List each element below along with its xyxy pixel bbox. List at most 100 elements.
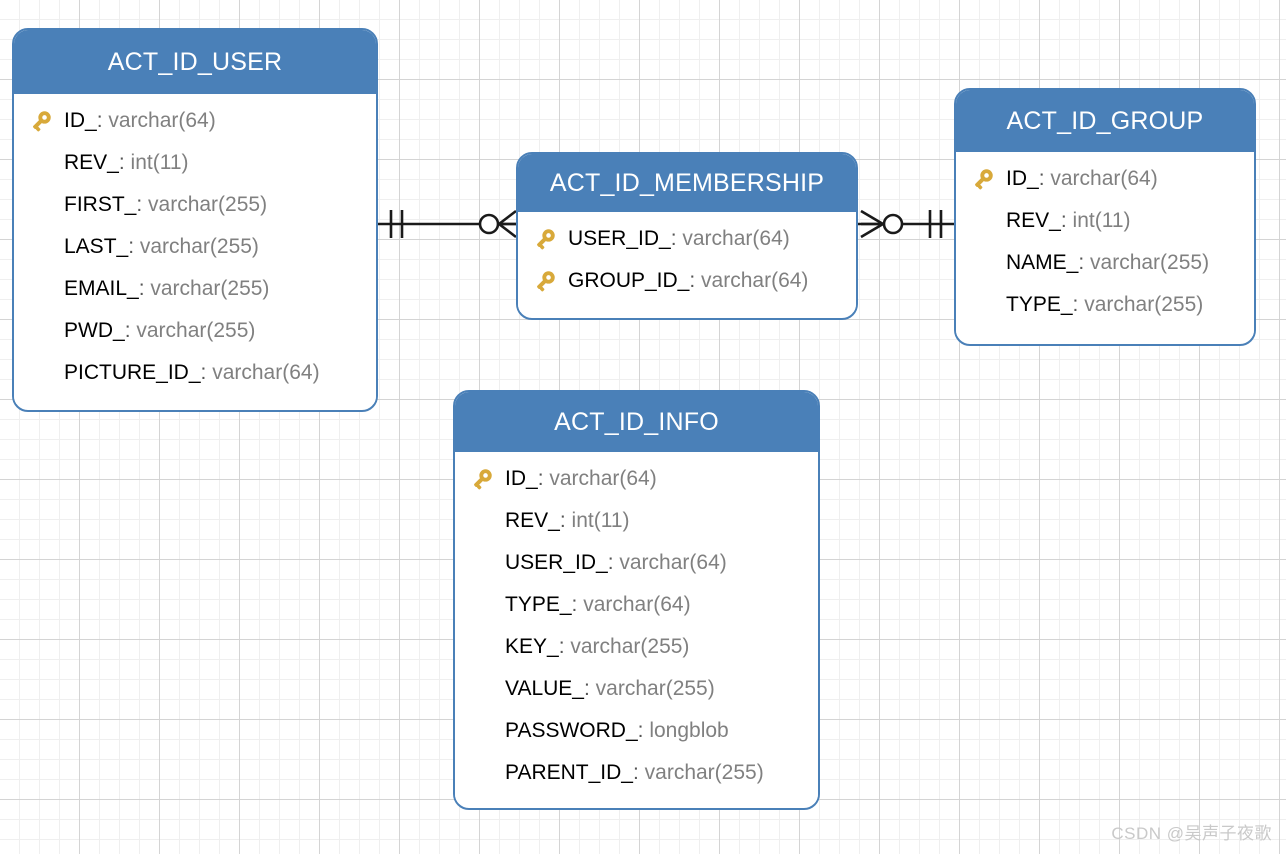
field-row[interactable]: ID_: varchar(64) xyxy=(14,100,376,142)
field-row[interactable]: KEY_: varchar(255) xyxy=(455,626,818,668)
cardinality-zero-circle xyxy=(882,213,904,235)
key-icon xyxy=(33,111,51,132)
field-name: TYPE_ xyxy=(1006,293,1073,316)
field-row[interactable]: PICTURE_ID_: varchar(64) xyxy=(14,352,376,394)
field-separator: : xyxy=(138,277,151,300)
field-name: GROUP_ID_ xyxy=(568,269,690,292)
field-type: int(11) xyxy=(130,151,189,174)
field-indent-slot xyxy=(970,292,1006,318)
field-indent-slot xyxy=(970,208,1006,234)
primary-key-icon-slot xyxy=(469,466,505,492)
field-row[interactable]: REV_: int(11) xyxy=(14,142,376,184)
field-type: varchar(255) xyxy=(1084,293,1204,316)
key-icon xyxy=(537,271,555,292)
primary-key-icon-slot xyxy=(970,166,1006,192)
field-type: longblob xyxy=(649,719,729,742)
entity-fields: ID_: varchar(64)REV_: int(11)USER_ID_: v… xyxy=(455,452,818,804)
field-type: varchar(64) xyxy=(108,109,216,132)
field-indent-slot xyxy=(469,634,505,660)
field-name: FIRST_ xyxy=(64,193,137,216)
field-separator: : xyxy=(128,235,140,258)
field-indent-slot xyxy=(469,550,505,576)
field-name: VALUE_ xyxy=(505,677,584,700)
field-separator: : xyxy=(96,109,109,132)
field-name: EMAIL_ xyxy=(64,277,139,300)
field-row[interactable]: REV_: int(11) xyxy=(956,200,1254,242)
field-row[interactable]: PARENT_ID_: varchar(255) xyxy=(455,752,818,794)
field-name: USER_ID_ xyxy=(568,227,671,250)
key-icon xyxy=(537,229,555,250)
primary-key-icon-slot xyxy=(28,108,64,134)
field-type: varchar(255) xyxy=(595,677,715,700)
field-indent-slot xyxy=(469,718,505,744)
field-indent-slot xyxy=(28,192,64,218)
field-type: varchar(255) xyxy=(570,635,690,658)
field-separator: : xyxy=(1078,251,1091,274)
field-row[interactable]: USER_ID_: varchar(64) xyxy=(518,218,856,260)
field-row[interactable]: TYPE_: varchar(255) xyxy=(956,284,1254,326)
field-row[interactable]: EMAIL_: varchar(255) xyxy=(14,268,376,310)
field-row[interactable]: ID_: varchar(64) xyxy=(956,158,1254,200)
relationship-user-membership xyxy=(378,209,517,239)
field-row[interactable]: ID_: varchar(64) xyxy=(455,458,818,500)
field-separator: : xyxy=(584,677,596,700)
entity-fields: ID_: varchar(64)REV_: int(11)NAME_: varc… xyxy=(956,152,1254,336)
field-row[interactable]: PASSWORD_: longblob xyxy=(455,710,818,752)
field-row[interactable]: PWD_: varchar(255) xyxy=(14,310,376,352)
field-separator: : xyxy=(136,193,149,216)
field-indent-slot xyxy=(28,234,64,260)
field-separator: : xyxy=(537,467,550,490)
field-indent-slot xyxy=(469,508,505,534)
entity-title: ACT_ID_USER xyxy=(14,30,376,94)
field-type: varchar(64) xyxy=(682,227,790,250)
field-separator: : xyxy=(1038,167,1051,190)
field-separator: : xyxy=(200,361,213,384)
field-type: varchar(255) xyxy=(148,193,268,216)
field-name: LAST_ xyxy=(64,235,129,258)
field-type: int(11) xyxy=(1072,209,1131,232)
key-icon xyxy=(975,169,993,190)
entity-title: ACT_ID_INFO xyxy=(455,392,818,452)
field-row[interactable]: VALUE_: varchar(255) xyxy=(455,668,818,710)
field-row[interactable]: TYPE_: varchar(64) xyxy=(455,584,818,626)
field-separator: : xyxy=(124,319,137,342)
field-name: PICTURE_ID_ xyxy=(64,361,201,384)
field-indent-slot xyxy=(28,276,64,302)
field-type: int(11) xyxy=(571,509,630,532)
watermark: CSDN @吴声子夜歌 xyxy=(1111,824,1272,843)
entity-title: ACT_ID_GROUP xyxy=(956,90,1254,152)
field-indent-slot xyxy=(469,592,505,618)
primary-key-icon-slot xyxy=(532,226,568,252)
field-indent-slot xyxy=(28,318,64,344)
field-type: varchar(64) xyxy=(701,269,809,292)
field-separator: : xyxy=(559,509,572,532)
field-type: varchar(255) xyxy=(150,277,270,300)
field-row[interactable]: FIRST_: varchar(255) xyxy=(14,184,376,226)
field-indent-slot xyxy=(28,360,64,386)
field-separator: : xyxy=(632,761,645,784)
field-name: ID_ xyxy=(64,109,97,132)
field-indent-slot xyxy=(28,150,64,176)
field-name: USER_ID_ xyxy=(505,551,608,574)
field-row[interactable]: NAME_: varchar(255) xyxy=(956,242,1254,284)
field-row[interactable]: LAST_: varchar(255) xyxy=(14,226,376,268)
field-row[interactable]: REV_: int(11) xyxy=(455,500,818,542)
field-name: ID_ xyxy=(1006,167,1039,190)
field-row[interactable]: USER_ID_: varchar(64) xyxy=(455,542,818,584)
field-name: PWD_ xyxy=(64,319,125,342)
field-type: varchar(64) xyxy=(1050,167,1158,190)
key-icon xyxy=(474,469,492,490)
field-name: ID_ xyxy=(505,467,538,490)
field-indent-slot xyxy=(970,250,1006,276)
crowsfoot-lower xyxy=(498,222,517,239)
entity-fields: ID_: varchar(64)REV_: int(11)FIRST_: var… xyxy=(14,94,376,404)
field-type: varchar(64) xyxy=(212,361,320,384)
field-indent-slot xyxy=(469,760,505,786)
crowsfoot-lower xyxy=(860,222,884,239)
field-row[interactable]: GROUP_ID_: varchar(64) xyxy=(518,260,856,302)
entity-act-id-info[interactable]: ACT_ID_INFO ID_: varchar(64)REV_: int(11)… xyxy=(453,390,820,810)
